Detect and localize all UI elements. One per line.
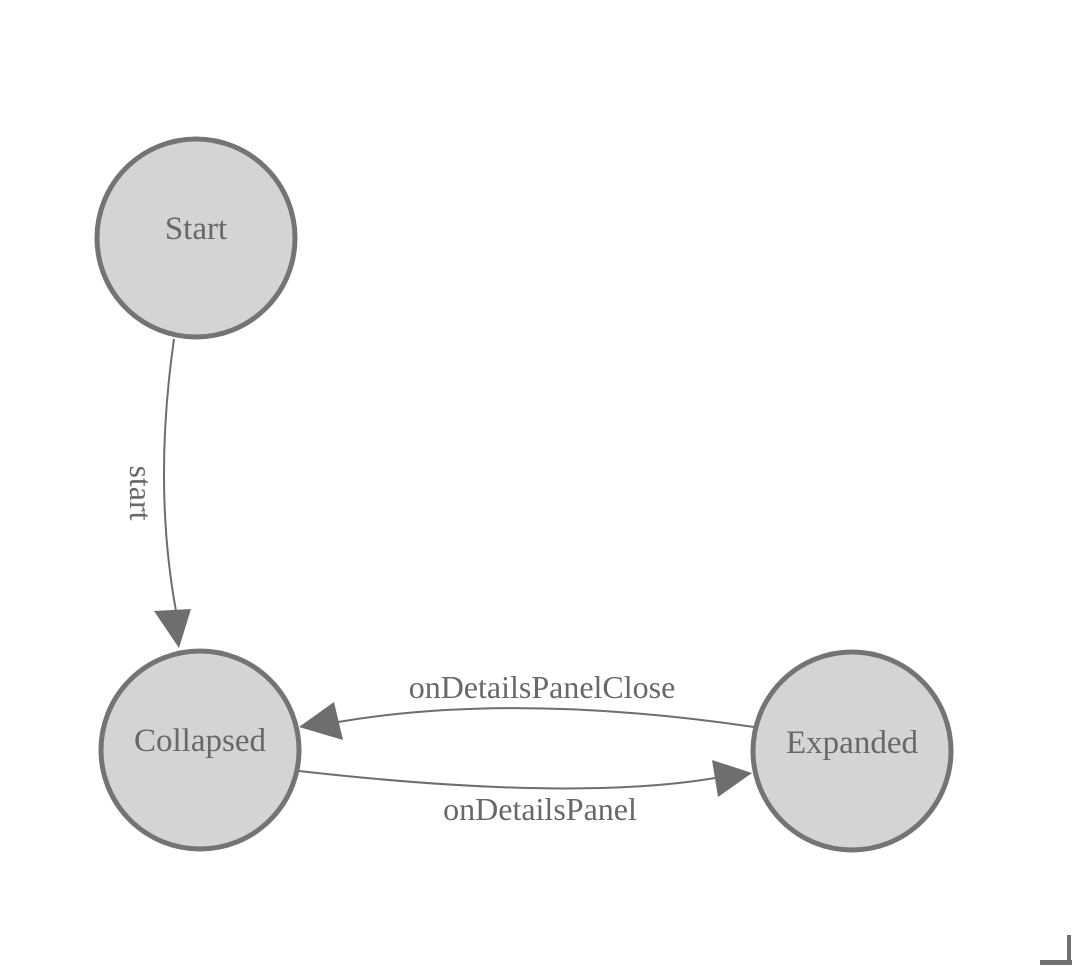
node-start-circle bbox=[94, 136, 298, 340]
arrowhead-right-icon bbox=[712, 760, 752, 797]
edge-label-start: start bbox=[123, 465, 159, 520]
corner-mark-horizontal-bar bbox=[1040, 960, 1072, 965]
arrowhead-down-icon bbox=[154, 609, 191, 648]
node-collapsed-label: Collapsed bbox=[134, 723, 266, 759]
node-expanded-label: Expanded bbox=[786, 725, 918, 761]
node-collapsed: Collapsed bbox=[98, 648, 302, 852]
arrowhead-left-icon bbox=[299, 702, 343, 740]
edge-line-ondetailspanelclose bbox=[337, 707, 755, 728]
edge-label-ondetailspanel: onDetailsPanel bbox=[443, 791, 637, 827]
edge-line-ondetailspanel bbox=[298, 770, 716, 790]
edge-start-to-collapsed: start bbox=[123, 338, 191, 648]
node-start-label: Start bbox=[165, 211, 227, 247]
edge-label-ondetailspanelclose: onDetailsPanelClose bbox=[409, 669, 676, 705]
node-collapsed-circle bbox=[98, 648, 302, 852]
node-start: Start bbox=[94, 136, 298, 340]
edge-collapsed-to-expanded: onDetailsPanel bbox=[298, 760, 752, 827]
node-expanded: Expanded bbox=[750, 649, 954, 853]
canvas-corner-resize-icon[interactable] bbox=[1040, 935, 1072, 965]
edge-expanded-to-collapsed: onDetailsPanelClose bbox=[299, 669, 755, 740]
node-expanded-circle bbox=[750, 649, 954, 853]
edge-line-start bbox=[162, 338, 177, 612]
corner-mark-vertical-bar bbox=[1067, 935, 1071, 965]
